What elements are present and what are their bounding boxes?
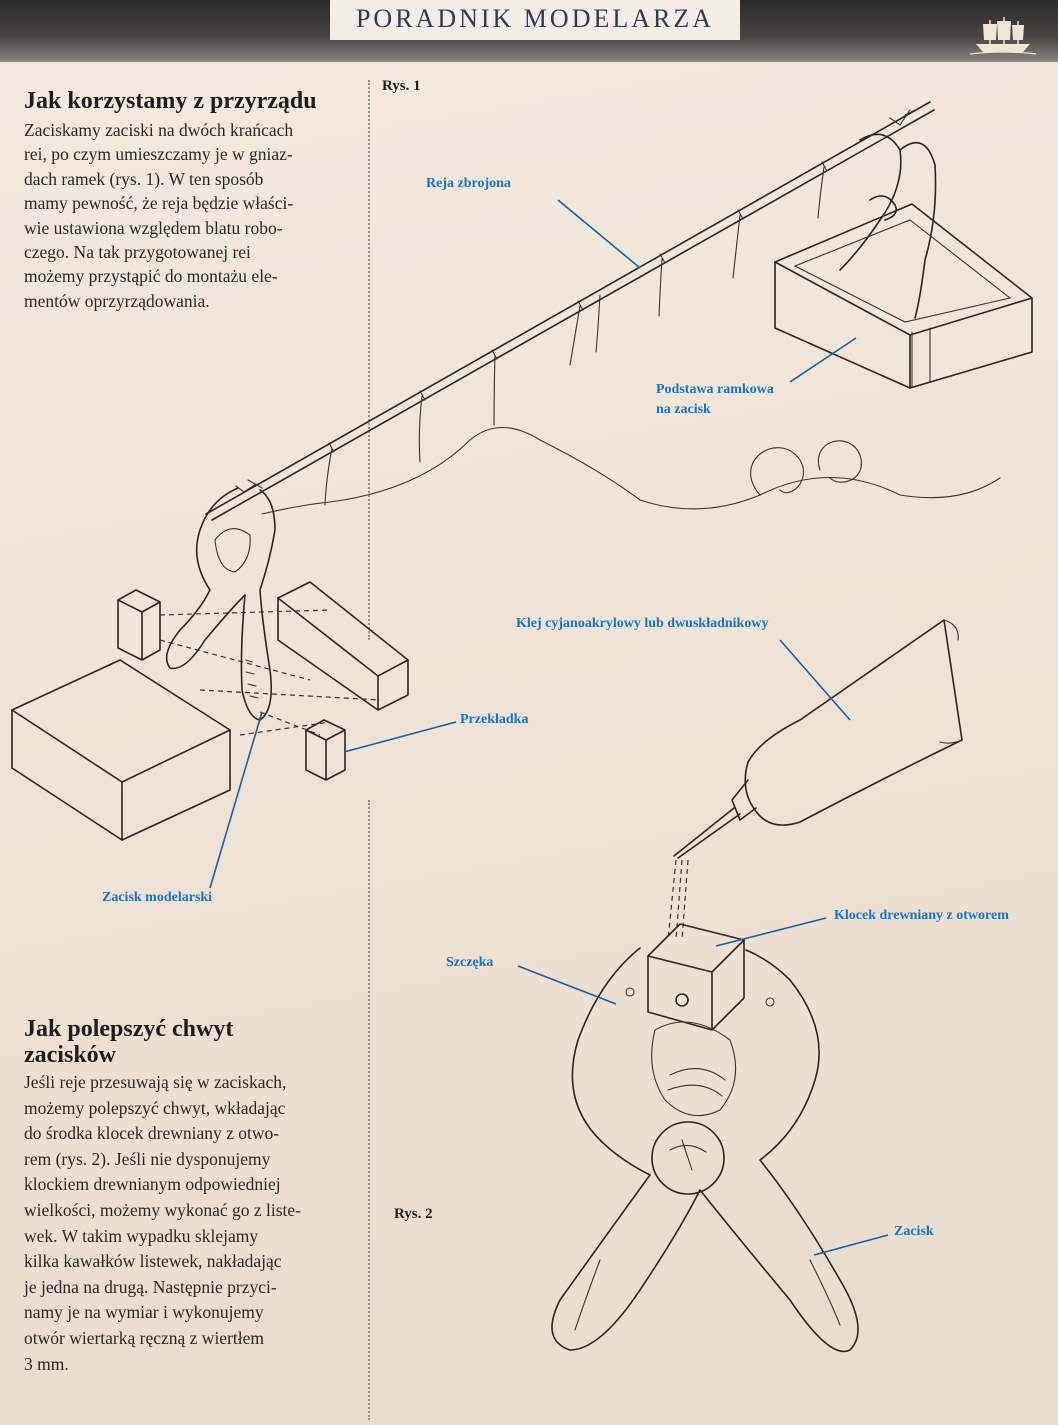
pivot-screw (651, 1121, 725, 1195)
header-title-box: PORADNIK MODELARZA (330, 0, 740, 40)
callout-reja-zbrojona: Reja zbrojona (426, 176, 511, 191)
callout-podstawa-ramkowa: Podstawa ramkowa na zacisk (656, 380, 774, 420)
section2-body: Jeśli reje przesuwają się w zaciskach, m… (24, 1070, 301, 1377)
section1-line: czego. Na tak przygotowanej rei (24, 242, 251, 263)
spring-clamp (551, 947, 859, 1353)
section1-line: wie ustawiona względem blatu robo- (24, 217, 283, 238)
callout-zacisk-modelarski: Zacisk modelarski (102, 890, 213, 905)
glue-tube (744, 619, 963, 826)
wood-block-with-hole (647, 923, 745, 973)
pointer-klej (779, 639, 851, 721)
section2-line: klockiem drewnianym odpowiedniej (24, 1174, 281, 1195)
pointer-podstawa (789, 337, 857, 383)
frame-base-right (774, 203, 1033, 336)
section1-line: możemy przystąpić do montażu ele- (24, 266, 278, 287)
section1-line: dach ramek (rys. 1). W ten sposób (24, 168, 264, 189)
block-left-small (117, 589, 161, 661)
section2-line: je jedna na drugą. Następnie przyci- (24, 1276, 277, 1297)
column-divider-bottom (368, 800, 370, 1420)
section2-line: Jeśli reje przesuwają się w zaciskach, (24, 1072, 287, 1092)
callout-podstawa-line: na zacisk (656, 402, 711, 417)
figure2-drawing (551, 619, 963, 1353)
pointer-klocek (715, 917, 827, 947)
pointer-zacisk (813, 1234, 889, 1256)
figure1-drawing (11, 101, 1033, 841)
section1-line: rei, po czym umieszczamy je w gniaz- (24, 144, 293, 165)
section2-line: kilka kawałków listewek, nakładając (24, 1251, 282, 1272)
pointer-reja (557, 199, 641, 269)
pointer-zacisk-modelarski (209, 711, 263, 889)
section1-line: mentów oprzyrządowania. (24, 290, 210, 311)
section2-line: wielkości, możemy wykonać go z liste- (24, 1199, 302, 1220)
callout-szczeka: Szczęka (446, 955, 494, 970)
section2-line: możemy polepszyć chwyt, wkładając (24, 1097, 286, 1118)
spacer-block (305, 719, 346, 781)
sailing-ship-icon (969, 17, 1037, 55)
block-right-long (277, 581, 409, 677)
section2-line: 3 mm. (24, 1353, 69, 1374)
section2-line: wek. W takim wypadku sklejamy (24, 1225, 259, 1246)
thread (261, 427, 1001, 515)
section2-line: do środka klocek drewniany z otwo- (24, 1123, 280, 1144)
section1-line: mamy pewność, że reja będzie właści- (24, 193, 294, 214)
section1-title: Jak korzystamy z przyrządu (24, 88, 317, 114)
section2-line: namy je na wymiar i wykonujemy (24, 1302, 264, 1323)
figure1-label: Rys. 1 (382, 78, 421, 94)
column-divider-top (368, 80, 370, 640)
callout-zacisk: Zacisk (894, 1224, 934, 1239)
hanging-lines (324, 166, 825, 506)
pointer-przekladka (343, 721, 457, 753)
section1-body: Zaciskamy zaciski na dwóch krańcach rei,… (24, 118, 293, 313)
section2-title: Jak polepszyć chwyt zacisków (24, 1016, 233, 1068)
section2-line: otwór wiertarką ręczną z wiertłem (24, 1327, 265, 1348)
callout-klocek: Klocek drewniany z otworem (834, 908, 1009, 923)
section1-line: Zaciskamy zaciski na dwóch krańcach (24, 120, 294, 140)
section2-title-line: zacisków (24, 1042, 116, 1068)
callout-podstawa-line: Podstawa ramkowa (656, 382, 774, 397)
header-title: PORADNIK MODELARZA (355, 4, 715, 33)
callout-klej: Klej cyjanoakrylowy lub dwuskładnikowy (516, 616, 769, 631)
clamp-left (165, 487, 276, 721)
clamp-right (839, 133, 937, 319)
pointer-szczeka (517, 965, 617, 1005)
section2-line: rem (rys. 2). Jeśli nie dysponujemy (24, 1148, 271, 1169)
block-left-large (11, 659, 231, 783)
section2-title-line: Jak polepszyć chwyt (24, 1016, 234, 1042)
figure2-label: Rys. 2 (394, 1206, 433, 1222)
callout-przekladka: Przekładka (460, 712, 529, 727)
yard-spar (205, 101, 931, 515)
